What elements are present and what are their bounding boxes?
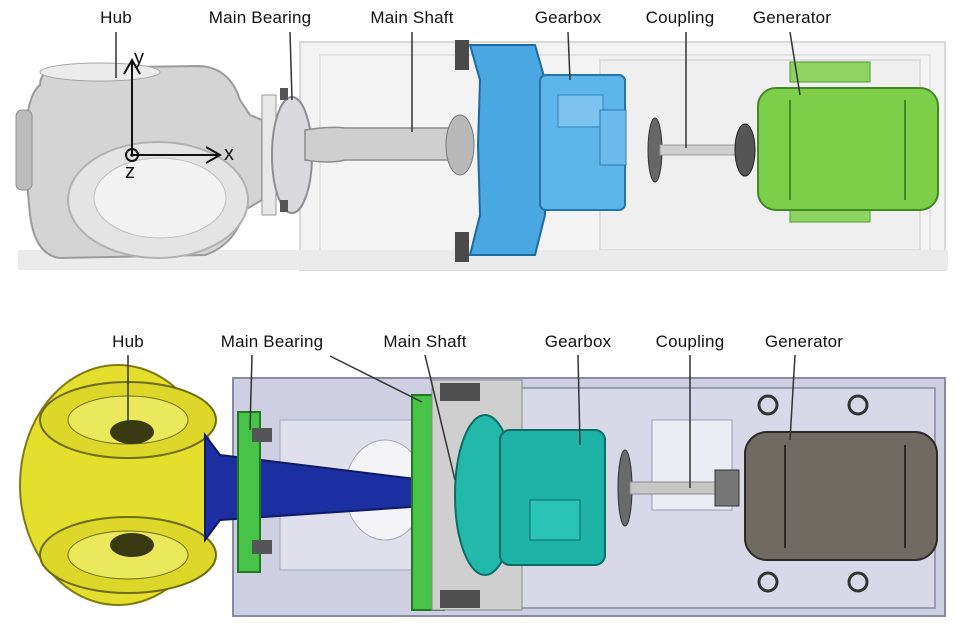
top-label-generator: Generator [752,8,832,27]
top-coordinate-axes [123,57,223,164]
top-gearbox [455,40,627,262]
bottom-label-gearbox: Gearbox [544,332,612,351]
bottom-gearbox [431,379,606,611]
top-coupling [647,117,756,183]
bottom-generator [744,394,938,593]
bottom-label-main-bearing: Main Bearing [220,332,324,351]
top-generator [757,61,939,223]
top-label-hub: Hub [100,8,132,27]
bottom-label-generator: Generator [764,332,844,351]
top-leader-lines [115,31,801,148]
top-main-shaft [304,114,475,176]
top-label-main-bearing: Main Bearing [208,8,312,27]
top-label-coupling: Coupling [645,8,715,27]
bottom-label-main-shaft: Main Shaft [383,332,467,351]
top-axis-y-label: y [134,47,144,69]
bottom-leader-lines [127,354,796,488]
top-label-main-shaft: Main Shaft [370,8,454,27]
bottom-hub [19,364,217,606]
top-axis-x-label: x [224,143,234,165]
top-hub [15,62,263,260]
bottom-label-hub: Hub [112,332,144,351]
bottom-coupling [617,449,740,527]
top-main-bearing [261,88,313,216]
top-axis-z-label: z [125,161,135,183]
top-label-gearbox: Gearbox [534,8,602,27]
bottom-label-coupling: Coupling [655,332,725,351]
